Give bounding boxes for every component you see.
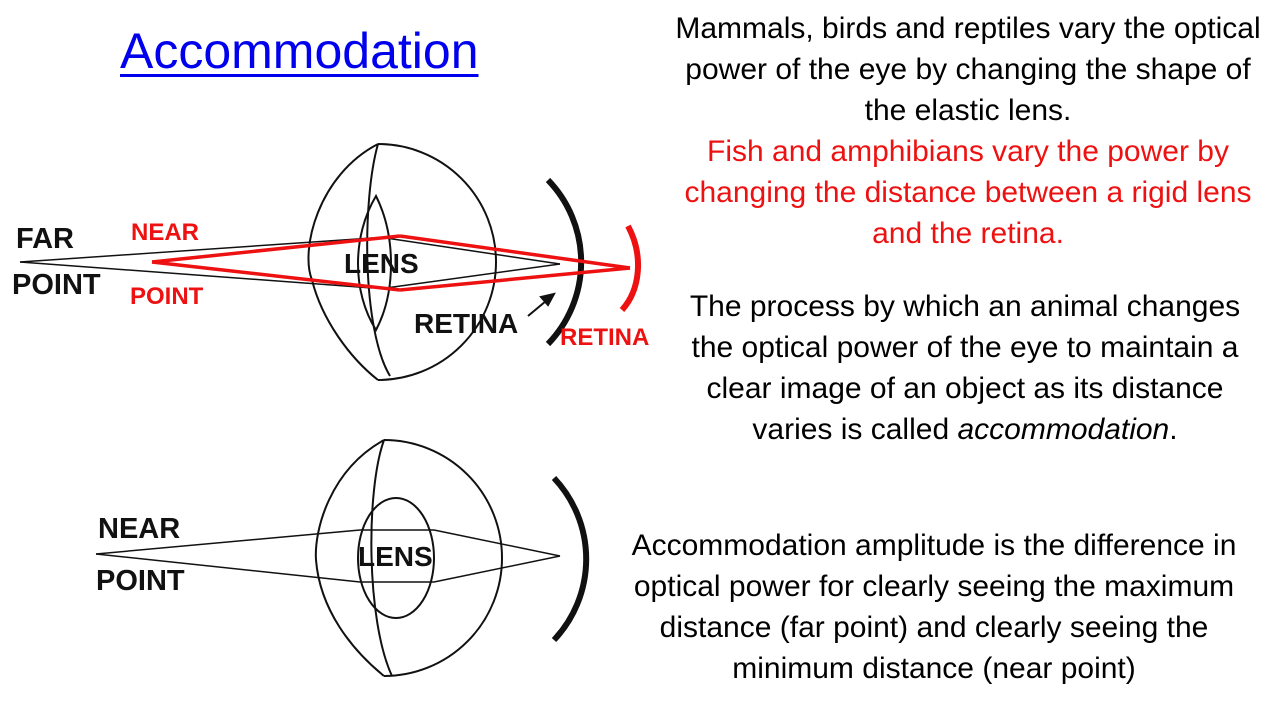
retina-red-label: RETINA [560, 324, 649, 351]
iris-arc-bottom [370, 439, 393, 677]
bottom-diagram-labels: NEAR POINT LENS [96, 513, 433, 597]
retina-label: RETINA [414, 308, 518, 339]
eye-diagram-far-point [19, 143, 585, 381]
page-title: Accommodation [120, 23, 479, 79]
lens-label-bottom: LENS [358, 541, 433, 572]
eyeball-outline-bottom [383, 439, 503, 677]
near-point-label: POINT [130, 283, 204, 310]
inner-ray-upper-bottom [433, 529, 561, 557]
paragraph-accommodation-definition: The process by which an animal changes t… [670, 286, 1260, 450]
near-ray-upper-inner [399, 234, 631, 270]
top-diagram-labels: FAR POINT NEAR POINT LENS RETINA RETINA [12, 219, 649, 351]
near-ray-upper-bottom [95, 529, 361, 555]
accommodation-term: accommodation [957, 413, 1170, 446]
definition-text: The process by which an animal changes t… [689, 290, 1241, 446]
far-ray-lower-inner [385, 263, 561, 289]
eyeball-outline [377, 143, 497, 381]
paragraph-lens-mechanisms: Mammals, birds and reptiles vary the opt… [662, 8, 1274, 254]
near-ray-lower-bottom [95, 553, 361, 583]
lens-label: LENS [344, 248, 419, 279]
far-label: FAR [16, 223, 74, 255]
eye-diagrams: FAR POINT NEAR POINT LENS RETINA RETINA … [12, 143, 649, 677]
fish-amphibians-text: Fish and amphibians vary the power by ch… [684, 135, 1252, 250]
far-ray-upper [19, 237, 373, 263]
cornea-outline-bottom [314, 439, 385, 677]
far-ray-lower [19, 261, 373, 289]
displaced-retina-arc [619, 224, 641, 313]
near-ray-lower [151, 260, 401, 292]
paragraph-accommodation-amplitude: Accommodation amplitude is the differenc… [631, 529, 1237, 685]
near-ray-lower-inner [399, 266, 631, 292]
iris-arc [366, 143, 391, 377]
near-label-bottom: NEAR [98, 513, 180, 545]
near-point-rays [151, 224, 641, 313]
far-ray-upper-inner [385, 237, 561, 265]
near-ray-upper [151, 234, 401, 264]
near-label: NEAR [131, 219, 199, 246]
eye-diagram-near-point [95, 439, 590, 677]
inner-ray-lower-bottom [433, 555, 561, 583]
mammals-text: Mammals, birds and reptiles vary the opt… [675, 12, 1261, 127]
sclera-thick-edge-bottom [551, 475, 590, 643]
lens-outline-bottom [357, 497, 435, 619]
far-point-label: POINT [12, 269, 101, 301]
definition-end: . [1169, 413, 1178, 446]
retina-arrow-head [539, 292, 556, 307]
near-point-label-bottom: POINT [96, 565, 185, 597]
